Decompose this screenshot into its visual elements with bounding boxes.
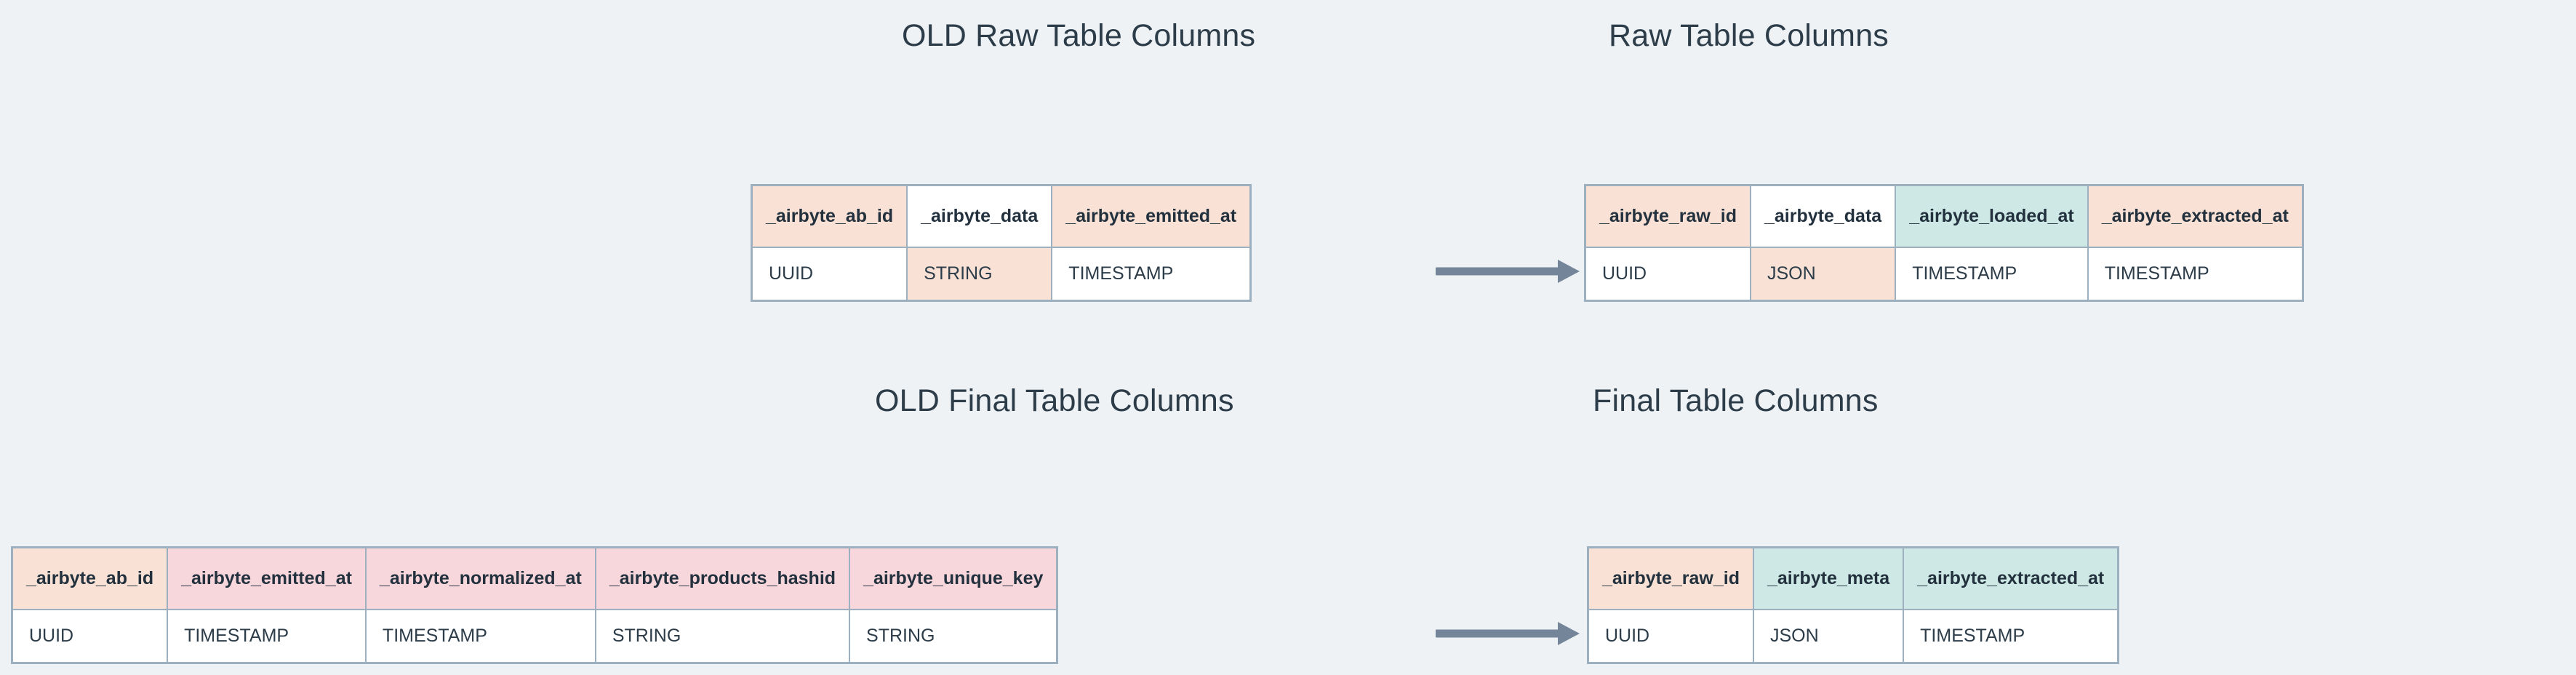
column-type-cell: UUID [1587, 609, 1754, 664]
column-header-cell: _airbyte_loaded_at [1895, 184, 2089, 248]
table-old-final-columns: _airbyte_ab_id_airbyte_emitted_at_airbyt… [11, 546, 1059, 664]
title-old-raw-table-columns: OLD Raw Table Columns [902, 18, 1256, 53]
column-type-cell: TIMESTAMP [1895, 247, 2089, 302]
table-header-row: _airbyte_ab_id_airbyte_data_airbyte_emit… [751, 184, 1252, 248]
column-type-cell: TIMESTAMP [364, 609, 596, 664]
arrow-right-icon-final [1436, 622, 1580, 645]
table-final-columns: _airbyte_raw_id_airbyte_meta_airbyte_ext… [1587, 546, 2120, 664]
column-header-cell: _airbyte_data [1749, 184, 1897, 248]
column-type-cell: JSON [1752, 609, 1905, 664]
table-header-row: _airbyte_ab_id_airbyte_emitted_at_airbyt… [11, 546, 1058, 610]
table-old-raw-columns: _airbyte_ab_id_airbyte_data_airbyte_emit… [751, 184, 1252, 302]
column-header-cell: _airbyte_extracted_at [1903, 546, 2119, 610]
column-header-cell: _airbyte_extracted_at [2087, 184, 2304, 248]
column-type-cell: STRING [849, 609, 1058, 664]
column-type-cell: TIMESTAMP [2087, 247, 2304, 302]
table-header-row: _airbyte_raw_id_airbyte_meta_airbyte_ext… [1587, 546, 2119, 610]
column-header-cell: _airbyte_normalized_at [364, 546, 596, 610]
table-header-row: _airbyte_raw_id_airbyte_data_airbyte_loa… [1584, 184, 2304, 248]
title-final-table-columns: Final Table Columns [1593, 383, 1879, 418]
column-header-cell: _airbyte_data [906, 184, 1053, 248]
column-header-cell: _airbyte_unique_key [849, 546, 1058, 610]
column-type-cell: UUID [1584, 247, 1751, 302]
column-type-cell: TIMESTAMP [1051, 247, 1252, 302]
column-type-cell: STRING [594, 609, 851, 664]
title-raw-table-columns: Raw Table Columns [1609, 18, 1889, 53]
column-header-cell: _airbyte_ab_id [11, 546, 169, 610]
column-header-cell: _airbyte_raw_id [1587, 546, 1754, 610]
arrow-right-icon-raw [1436, 260, 1580, 283]
column-header-cell: _airbyte_raw_id [1584, 184, 1751, 248]
column-type-cell: UUID [751, 247, 908, 302]
column-header-cell: _airbyte_emitted_at [1051, 184, 1252, 248]
column-type-cell: TIMESTAMP [1903, 609, 2119, 664]
column-type-cell: JSON [1749, 247, 1897, 302]
column-header-cell: _airbyte_emitted_at [167, 546, 367, 610]
column-header-cell: _airbyte_ab_id [751, 184, 908, 248]
table-raw-columns: _airbyte_raw_id_airbyte_data_airbyte_loa… [1584, 184, 2304, 302]
column-type-cell: TIMESTAMP [167, 609, 367, 664]
column-header-cell: _airbyte_meta [1752, 546, 1905, 610]
column-type-cell: UUID [11, 609, 169, 664]
title-old-final-table-columns: OLD Final Table Columns [875, 383, 1234, 418]
column-header-cell: _airbyte_products_hashid [594, 546, 851, 610]
column-type-cell: STRING [906, 247, 1053, 302]
